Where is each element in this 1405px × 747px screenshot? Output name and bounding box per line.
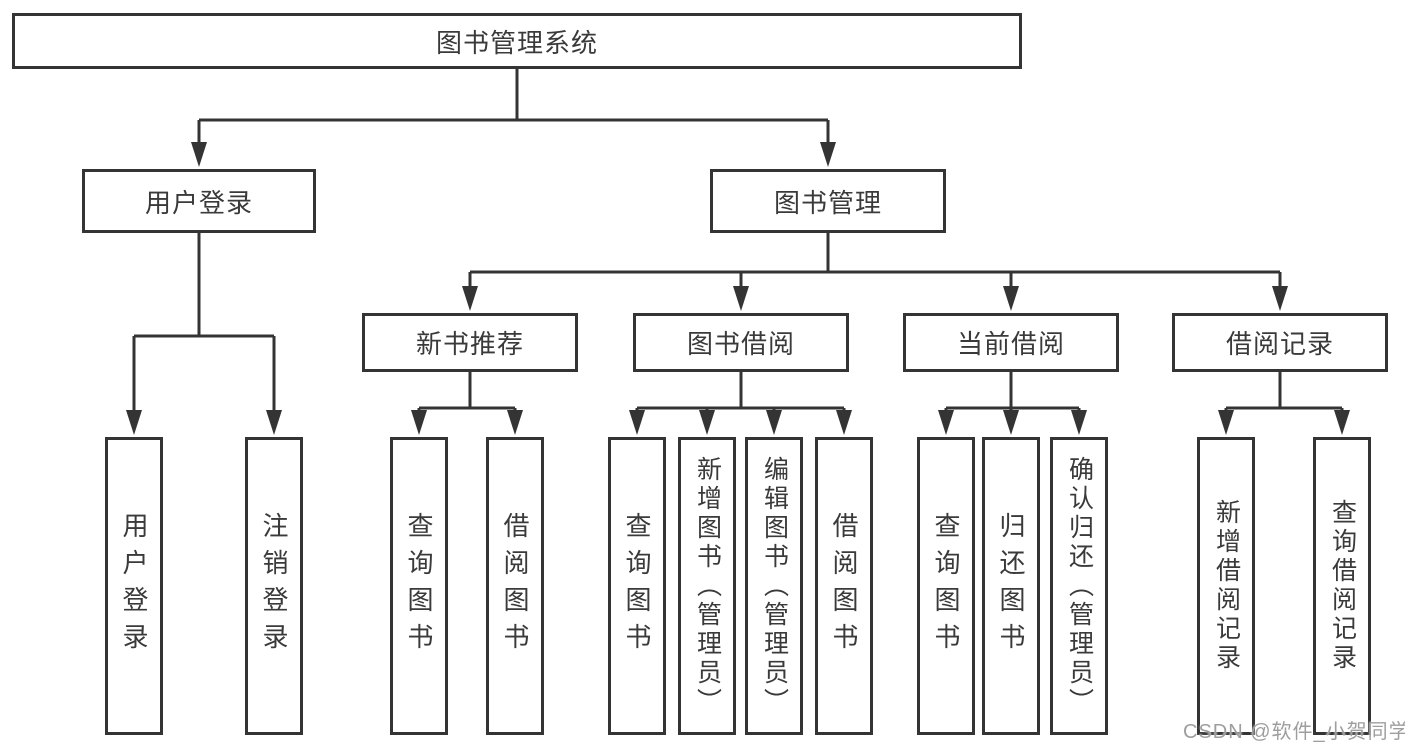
leaf-return-book-label: 归还图书 [996, 512, 1026, 660]
connector-management-children [468, 233, 1282, 290]
node-root-label: 图书管理系统 [435, 27, 598, 58]
node-root: 图书管理系统 [12, 13, 1022, 69]
leaf-logout-label: 注销登录 [259, 512, 289, 660]
leaf-borrow-books-borrow: 借阅图书 [815, 437, 873, 735]
connector-root-to-level2 [197, 69, 830, 146]
leaf-query-borrow-record: 查询借阅记录 [1313, 437, 1371, 735]
node-borrow-records-label: 借阅记录 [1225, 329, 1334, 359]
leaf-add-borrow-record-label: 新增借阅记录 [1212, 499, 1241, 673]
leaf-add-borrow-record: 新增借阅记录 [1197, 437, 1255, 735]
leaf-return-book: 归还图书 [982, 437, 1040, 735]
leaf-logout: 注销登录 [245, 437, 303, 735]
leaf-borrow-books-recommend-label: 借阅图书 [500, 512, 530, 660]
leaf-borrow-books-borrow-label: 借阅图书 [829, 512, 859, 660]
connector-login-children [132, 233, 276, 414]
leaf-add-book-admin-label: 新增图书（管理员） [693, 455, 722, 717]
node-user-login: 用户登录 [82, 169, 316, 233]
node-current-borrow-label: 当前借阅 [956, 329, 1065, 359]
leaf-confirm-return-admin: 确认归还（管理员） [1050, 437, 1108, 735]
connector-current-children [944, 372, 1081, 416]
node-borrow-records: 借阅记录 [1172, 313, 1388, 372]
leaf-borrow-books-recommend: 借阅图书 [486, 437, 544, 735]
leaf-add-book-admin: 新增图书（管理员） [678, 437, 736, 735]
connector-records-children [1224, 372, 1344, 416]
leaf-user-login-label: 用户登录 [119, 512, 149, 660]
node-book-management-label: 图书管理 [773, 187, 882, 218]
leaf-query-borrow-record-label: 查询借阅记录 [1328, 499, 1357, 673]
leaf-user-login: 用户登录 [105, 437, 163, 735]
node-user-login-label: 用户登录 [144, 187, 253, 218]
leaf-query-books-borrow-label: 查询图书 [622, 512, 652, 660]
leaf-query-books-borrow: 查询图书 [608, 437, 666, 735]
leaf-query-books-recommend: 查询图书 [390, 437, 448, 735]
node-new-book-recommend-label: 新书推荐 [415, 329, 524, 359]
leaf-query-books-recommend-label: 查询图书 [404, 512, 434, 660]
leaf-edit-book-admin: 编辑图书（管理员） [745, 437, 803, 735]
leaf-query-books-current: 查询图书 [917, 437, 975, 735]
leaf-query-books-current-label: 查询图书 [931, 512, 961, 660]
connector-borrow-children [635, 372, 846, 416]
node-current-borrow: 当前借阅 [903, 313, 1119, 372]
csdn-watermark: CSDN @软件_小贺同学 [1183, 721, 1405, 743]
node-new-book-recommend: 新书推荐 [362, 313, 578, 372]
connector-recommend-children [417, 372, 517, 416]
node-book-borrow-label: 图书借阅 [686, 329, 795, 359]
leaf-edit-book-admin-label: 编辑图书（管理员） [760, 455, 789, 717]
leaf-confirm-return-admin-label: 确认归还（管理员） [1065, 455, 1094, 717]
node-book-borrow: 图书借阅 [633, 313, 849, 372]
node-book-management: 图书管理 [710, 169, 946, 233]
arrowheads [126, 142, 1350, 435]
